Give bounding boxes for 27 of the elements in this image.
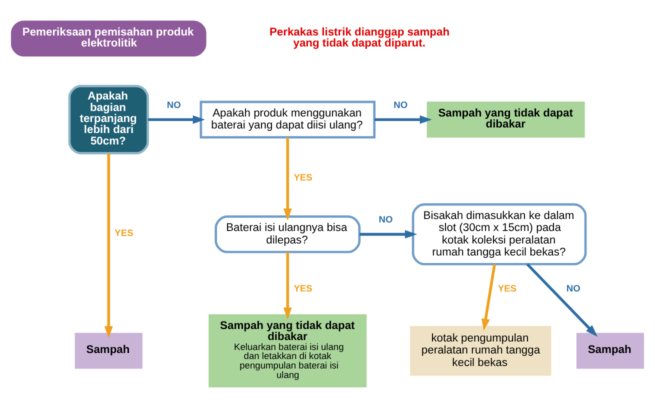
node-box: Bisakah dimasukkan ke dalam slot (30cm x 15cm) pada kotak koleksi peralatan rumah tangga kecil bekas?: [412, 202, 587, 265]
arrow: [360, 230, 418, 238]
arrow: [148, 114, 205, 124]
arrow: [481, 263, 496, 330]
edge-label: NO: [166, 99, 181, 110]
node-box: Sampah: [74, 332, 142, 368]
node-box: Pemeriksaan pemisahan produk elektrolitik: [10, 20, 206, 56]
node-box: Apakah produk menggunakan baterai yang dapat diisi ulang?: [200, 100, 376, 138]
edge-label: YES: [294, 172, 312, 182]
arrow: [374, 114, 432, 124]
node-box: kotak pengumpulan peralatan rumah tangga kecil bekas: [410, 325, 552, 376]
node-box: Sampah yang tidak dapat dibakar Keluarkan baterai isi ulang dan letakkan di kotak pengumpulan baterai isi ulang: [208, 314, 367, 387]
arrow: [104, 152, 113, 338]
node-box: Sampah: [576, 332, 644, 368]
node-box: Apakah bagian terpanjang lebih dari 50cm?: [68, 84, 149, 154]
node-box: Baterai isi ulangnya bisa dilepas?: [214, 214, 361, 253]
edge-label: YES: [294, 283, 312, 294]
edge-label: YES: [114, 228, 134, 238]
edge-label: YES: [498, 283, 517, 294]
edge-label: NO: [394, 99, 408, 110]
label: Perkakas listrik dianggap sampah yang tidak dapat diparut.: [269, 26, 450, 50]
arrow: [526, 262, 598, 336]
arrow: [283, 252, 292, 320]
arrow: [283, 136, 292, 220]
edge-label: NO: [378, 214, 393, 224]
edge-label: NO: [566, 283, 580, 294]
node-box: Sampah yang tidak dapat dibakar: [426, 101, 585, 138]
